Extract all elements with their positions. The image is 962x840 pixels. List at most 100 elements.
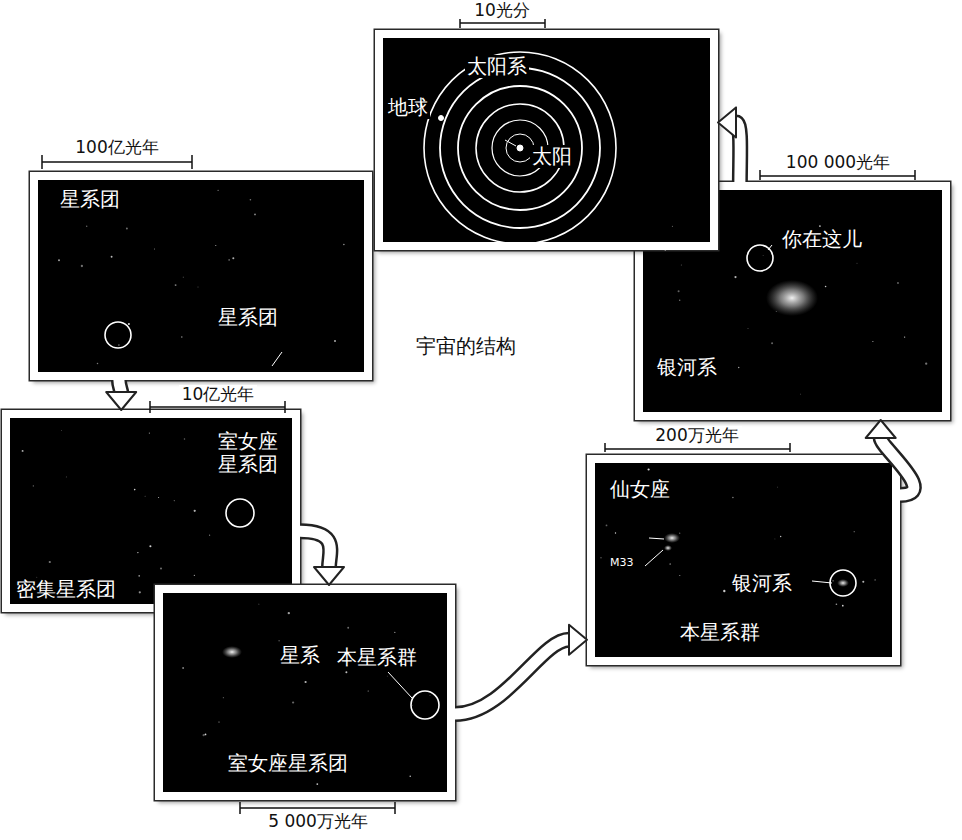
star-dot	[672, 226, 673, 227]
star-dot	[254, 214, 256, 216]
star-dot	[854, 531, 855, 532]
andromeda-galaxy	[664, 533, 680, 543]
star-dot	[182, 667, 184, 669]
star-dot	[874, 579, 875, 580]
orbit	[476, 104, 564, 192]
diagram-title: 宇宙的结构	[413, 334, 519, 358]
universe-panel: 星系团星系团	[30, 172, 372, 380]
milky-way	[766, 280, 818, 316]
panel-label: 地球	[386, 96, 430, 119]
star-dot	[316, 783, 318, 785]
star-dot	[22, 450, 24, 452]
scale-label: 5 000万光年	[265, 812, 371, 831]
zoom-circle	[105, 322, 131, 348]
universe-panel: 星系本星系群室女座星系团	[155, 585, 455, 800]
star-dot	[334, 340, 336, 342]
arrow-body	[881, 438, 914, 495]
star-dot	[697, 362, 699, 364]
star-dot	[203, 734, 205, 736]
zoom-circle	[226, 499, 254, 527]
star-dot	[345, 671, 347, 673]
star-dot	[925, 363, 927, 365]
star-dot	[182, 276, 184, 278]
star-dot	[747, 327, 749, 329]
panel-label: 银河系	[730, 572, 794, 595]
panel-label: M33	[608, 557, 636, 570]
panel-label: 室女座 星系团	[216, 430, 286, 476]
star-dot	[347, 627, 349, 629]
panel-label: 本星系群	[335, 646, 419, 669]
panel-label: 星系团	[58, 188, 122, 211]
star-dot	[738, 367, 740, 369]
galaxy	[222, 646, 242, 658]
zoom-arrow	[300, 531, 344, 585]
sun	[517, 145, 523, 151]
star-dot	[606, 525, 608, 527]
star-dot	[158, 497, 159, 498]
star-dot	[777, 486, 779, 488]
star-dot	[679, 299, 680, 300]
star-dot	[215, 245, 216, 246]
star-dot	[774, 538, 776, 540]
leader-line	[645, 550, 663, 566]
star-dot	[904, 336, 905, 337]
arrow-head	[866, 420, 896, 438]
star-dot	[81, 265, 83, 267]
star-dot	[762, 255, 764, 257]
scale-label: 100亿光年	[72, 138, 161, 157]
star-dot	[600, 557, 602, 559]
star-dot	[223, 697, 224, 698]
star-dot	[771, 342, 773, 344]
star-dot	[250, 199, 252, 201]
star-dot	[800, 393, 802, 395]
star-dot	[217, 190, 218, 191]
star-dot	[728, 625, 730, 627]
scale-bar	[42, 155, 192, 169]
zoom-arrow	[106, 380, 136, 410]
star-dot	[153, 248, 155, 250]
panel-label: 星系团	[216, 306, 280, 329]
star-dot	[825, 286, 827, 288]
leader-line	[388, 672, 412, 698]
star-dot	[184, 438, 185, 439]
star-dot	[128, 323, 130, 325]
panel-label: 仙女座	[608, 478, 672, 501]
star-dot	[781, 248, 783, 250]
star-dot	[194, 575, 195, 576]
star-dot	[842, 605, 844, 607]
star-dot	[209, 535, 210, 536]
zoom-circle	[747, 245, 773, 271]
scale-bar	[460, 19, 545, 28]
arrow-outline	[736, 122, 740, 182]
star-dot	[734, 276, 736, 278]
star-dot	[278, 640, 279, 641]
star-dot	[194, 510, 196, 512]
arrow-body	[736, 122, 740, 182]
panel-label: 银河系	[655, 356, 719, 379]
zoom-circles	[105, 245, 856, 719]
star-dot	[97, 363, 99, 365]
star-dot	[205, 734, 207, 736]
star-dot	[897, 282, 898, 283]
leader-line	[505, 140, 516, 146]
leader-line	[768, 245, 772, 250]
arrow-outline	[300, 531, 330, 567]
orbit	[458, 86, 582, 210]
star-dot	[49, 561, 51, 563]
leader-line	[649, 538, 664, 539]
scale-label: 100 000光年	[783, 153, 893, 172]
star-dot	[218, 721, 219, 722]
star-dot	[228, 259, 229, 260]
star-dot	[648, 468, 650, 470]
star-dot	[679, 533, 680, 534]
universe-panel: 室女座 星系团密集星系团	[2, 410, 300, 612]
m33-galaxy	[664, 545, 672, 551]
star-dot	[832, 580, 834, 582]
orbit	[506, 134, 534, 162]
arrow-body	[119, 380, 121, 392]
star-dot	[862, 581, 864, 583]
star-dot	[723, 590, 725, 592]
orbit	[492, 120, 548, 176]
star-dot	[409, 776, 410, 777]
